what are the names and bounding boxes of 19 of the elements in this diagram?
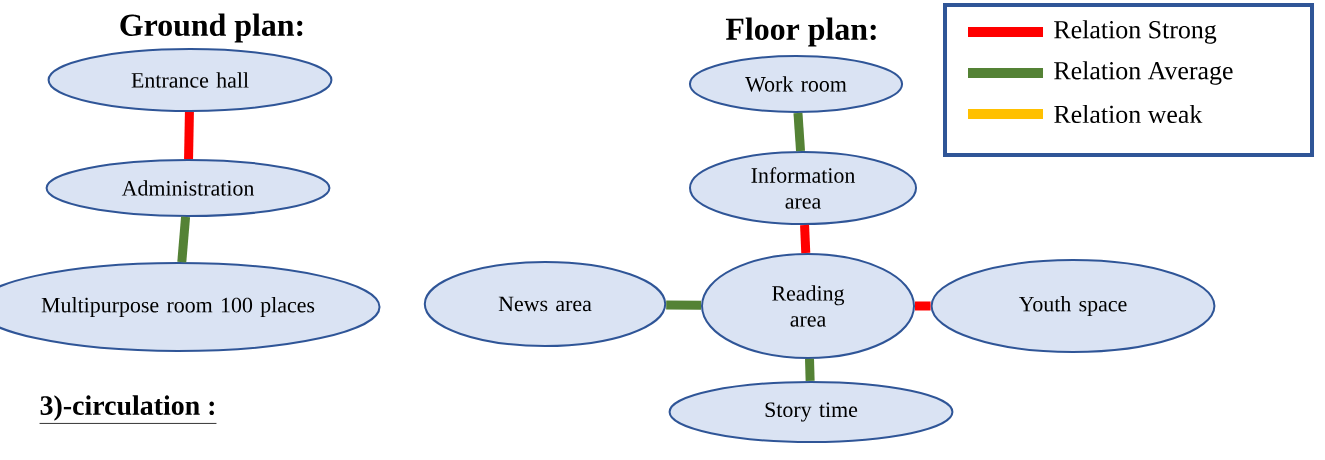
connector-bar xyxy=(800,224,811,254)
connector-bar xyxy=(805,358,815,382)
ellipse-node: Information area xyxy=(689,151,917,225)
ellipse-node: Youth space xyxy=(930,259,1216,353)
legend-label: Relation weak xyxy=(1054,104,1203,124)
legend-label: Relation Strong xyxy=(1054,20,1217,44)
ellipse-node: News area xyxy=(423,261,667,347)
ellipse-node: Administration xyxy=(45,159,331,217)
heading: 3)-circulation : xyxy=(39,395,217,424)
connector-bar xyxy=(184,111,194,160)
connector-bar xyxy=(177,216,191,263)
ellipse-node: Entrance hall xyxy=(47,48,333,112)
connector-bar xyxy=(915,301,931,311)
connector-bar xyxy=(666,300,702,310)
ellipse-node: Reading area xyxy=(701,253,915,359)
ellipse-node: Story time xyxy=(668,381,954,443)
legend-label: Relation Average xyxy=(1054,61,1233,85)
connector-bar xyxy=(793,112,805,152)
ellipse-node: Work room xyxy=(688,55,904,113)
